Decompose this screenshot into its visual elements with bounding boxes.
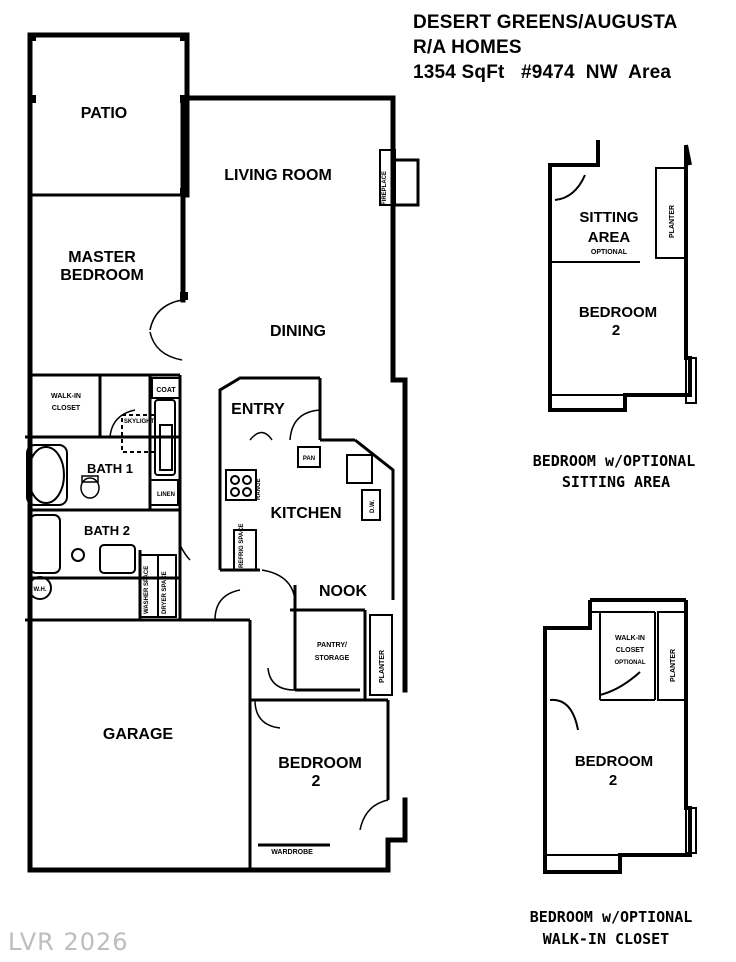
label-area: AREA — [588, 229, 631, 246]
label-coat: COAT — [156, 387, 176, 394]
header-builder: R/A HOMES — [413, 37, 522, 58]
label-master-2: BEDROOM — [60, 267, 144, 284]
label-kitchen: KITCHEN — [270, 505, 341, 522]
label-garage: GARAGE — [103, 726, 174, 743]
label-bath-2: BATH 2 — [84, 523, 130, 538]
watermark: LVR 2026 — [8, 928, 129, 956]
label-bedroom-closet-num: 2 — [609, 772, 617, 789]
door-swings — [109, 299, 389, 831]
caption-closet-1: BEDROOM w/OPTIONAL — [530, 908, 693, 926]
label-wardrobe: WARDROBE — [271, 849, 313, 856]
option-sitting-area-plan: SITTING AREA OPTIONAL PLANTER BEDROOM 2 — [548, 140, 697, 412]
label-optional-sitting: OPTIONAL — [591, 249, 628, 256]
label-planter-closet: PLANTER — [670, 649, 677, 682]
label-living-room: LIVING ROOM — [224, 167, 332, 184]
caption-sitting-1: BEDROOM w/OPTIONAL — [533, 452, 696, 470]
label-master-1: MASTER — [68, 249, 136, 266]
label-optional-closet: OPTIONAL — [615, 660, 646, 666]
label-patio: PATIO — [81, 105, 128, 122]
label-bedroom-sitting-num: 2 — [612, 322, 620, 339]
label-walkin-opt-1: WALK-IN — [615, 635, 645, 642]
label-bedroom-2: BEDROOM — [278, 755, 362, 772]
wall-posts — [28, 33, 188, 300]
label-pantry-2: STORAGE — [315, 655, 350, 662]
label-bedroom-2-num: 2 — [312, 773, 321, 790]
label-bath-1: BATH 1 — [87, 461, 133, 476]
label-dryer: DRYER SPACE — [162, 571, 168, 614]
label-walkin-opt-2: CLOSET — [616, 647, 645, 654]
label-pan: PAN — [303, 456, 315, 462]
label-linen: LINEN — [157, 492, 175, 498]
label-dw: D.W. — [370, 500, 376, 513]
label-walkin-2: CLOSET — [52, 405, 81, 412]
header-details: 1354 SqFt #9474 NW Area — [413, 62, 672, 83]
fireplace-box — [393, 158, 420, 207]
fixtures — [26, 149, 396, 696]
label-refrig: REFRIG SPACE — [239, 523, 245, 568]
label-bedroom-sitting: BEDROOM — [579, 304, 657, 321]
interior-walls — [25, 193, 395, 870]
label-fireplace: FIREPLACE — [382, 171, 388, 205]
label-dining: DINING — [270, 323, 326, 340]
label-entry: ENTRY — [231, 401, 285, 418]
label-bedroom-closet: BEDROOM — [575, 753, 653, 770]
label-sitting: SITTING — [579, 209, 638, 226]
label-planter-sitting: PLANTER — [669, 205, 676, 238]
label-range: RANGE — [256, 478, 262, 500]
label-planter-main: PLANTER — [379, 650, 386, 683]
label-nook: NOOK — [319, 583, 367, 600]
option-walk-in-closet-plan: WALK-IN CLOSET OPTIONAL PLANTER BEDROOM … — [543, 598, 697, 874]
label-walkin-1: WALK-IN — [51, 393, 81, 400]
header-title: DESERT GREENS/AUGUSTA — [413, 12, 678, 33]
exterior-walls — [27, 32, 408, 873]
label-pantry-1: PANTRY/ — [317, 642, 347, 649]
label-skylight: SKYLIGHT — [124, 419, 155, 425]
label-washer: WASHER SPACE — [144, 566, 150, 614]
caption-sitting-2: SITTING AREA — [562, 473, 670, 491]
label-wh: W.H. — [34, 587, 47, 593]
bath1-toilet — [80, 475, 100, 499]
caption-closet-2: WALK-IN CLOSET — [543, 930, 669, 948]
